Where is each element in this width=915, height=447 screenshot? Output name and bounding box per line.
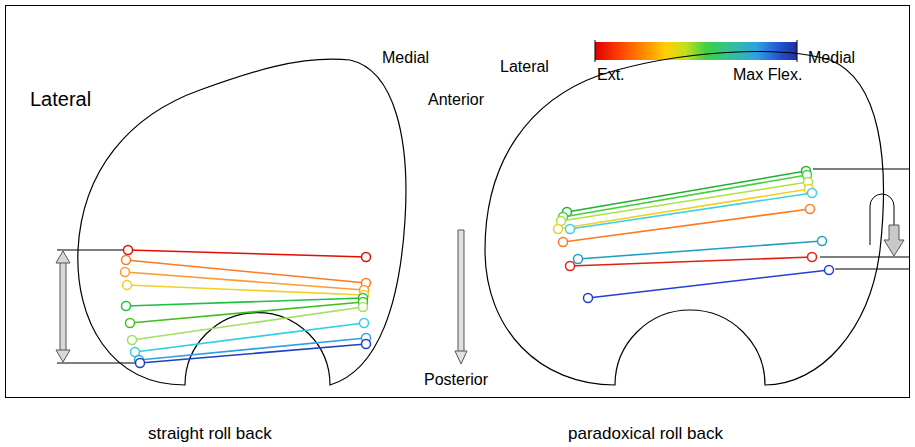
track-line [132, 307, 363, 340]
contact-track [122, 256, 371, 288]
contact-point [825, 266, 834, 275]
track-line [128, 250, 366, 257]
contact-point [359, 303, 368, 312]
contact-point [554, 225, 563, 234]
track-line [563, 175, 807, 217]
track-line [570, 257, 812, 266]
contact-point [136, 359, 145, 368]
track-line [561, 182, 808, 221]
track-line [567, 171, 806, 212]
bar-end [797, 40, 798, 62]
contact-point [566, 262, 575, 271]
contact-tracks [554, 167, 834, 303]
contact-point [123, 281, 132, 290]
track-line [127, 285, 364, 295]
contact-point [559, 238, 568, 247]
contact-point [121, 268, 130, 277]
contact-track [121, 268, 369, 295]
contact-track [123, 281, 369, 300]
track-line [139, 338, 366, 360]
contact-track [584, 266, 834, 303]
contact-tracks [121, 246, 371, 368]
track-line [558, 189, 809, 229]
track-line [563, 209, 810, 242]
frame [6, 6, 910, 398]
side-label: Lateral [500, 58, 549, 76]
contact-point [122, 256, 131, 265]
track-line [588, 270, 829, 298]
contact-track [124, 246, 371, 262]
bar-end-label: Max Flex. [733, 66, 802, 84]
panel-caption: paradoxical roll back [568, 424, 723, 444]
direction-label: Posterior [424, 371, 488, 389]
contact-point [818, 237, 827, 246]
contact-point [124, 246, 133, 255]
contact-track [566, 189, 817, 234]
contact-point [122, 302, 131, 311]
contact-point [806, 205, 815, 214]
contact-point [808, 189, 817, 198]
bar-end [595, 40, 596, 62]
track-line [570, 193, 812, 229]
displacement-bracket [56, 250, 138, 363]
contact-point [128, 336, 137, 345]
side-label: Medial [808, 49, 855, 67]
contact-point [362, 253, 371, 262]
contact-track [559, 205, 815, 247]
displacement-bracket [813, 169, 909, 269]
contact-point [126, 319, 135, 328]
contact-track [135, 334, 371, 365]
track-line [126, 260, 366, 283]
contact-point [584, 294, 593, 303]
contact-point [360, 319, 369, 328]
track-line [140, 344, 366, 363]
panel-caption: straight roll back [148, 424, 272, 444]
contact-track [557, 178, 813, 226]
contact-track [131, 319, 369, 357]
contact-track [136, 340, 371, 368]
contact-point [362, 340, 371, 349]
contact-point [808, 253, 817, 262]
track-line [125, 272, 364, 290]
contact-track [566, 253, 817, 271]
contact-point [574, 255, 583, 264]
side-label: Lateral [30, 88, 91, 111]
tibial-plateau-outline [485, 52, 883, 385]
tibial-plateau-outline [78, 59, 406, 385]
track-line [578, 241, 822, 259]
direction-label: Anterior [428, 91, 484, 109]
contact-track [574, 237, 827, 264]
direction-arrow [455, 230, 467, 364]
side-label: Medial [382, 49, 429, 67]
bar-end-label: Ext. [597, 66, 625, 84]
contact-track [122, 294, 368, 311]
contact-point [566, 225, 575, 234]
